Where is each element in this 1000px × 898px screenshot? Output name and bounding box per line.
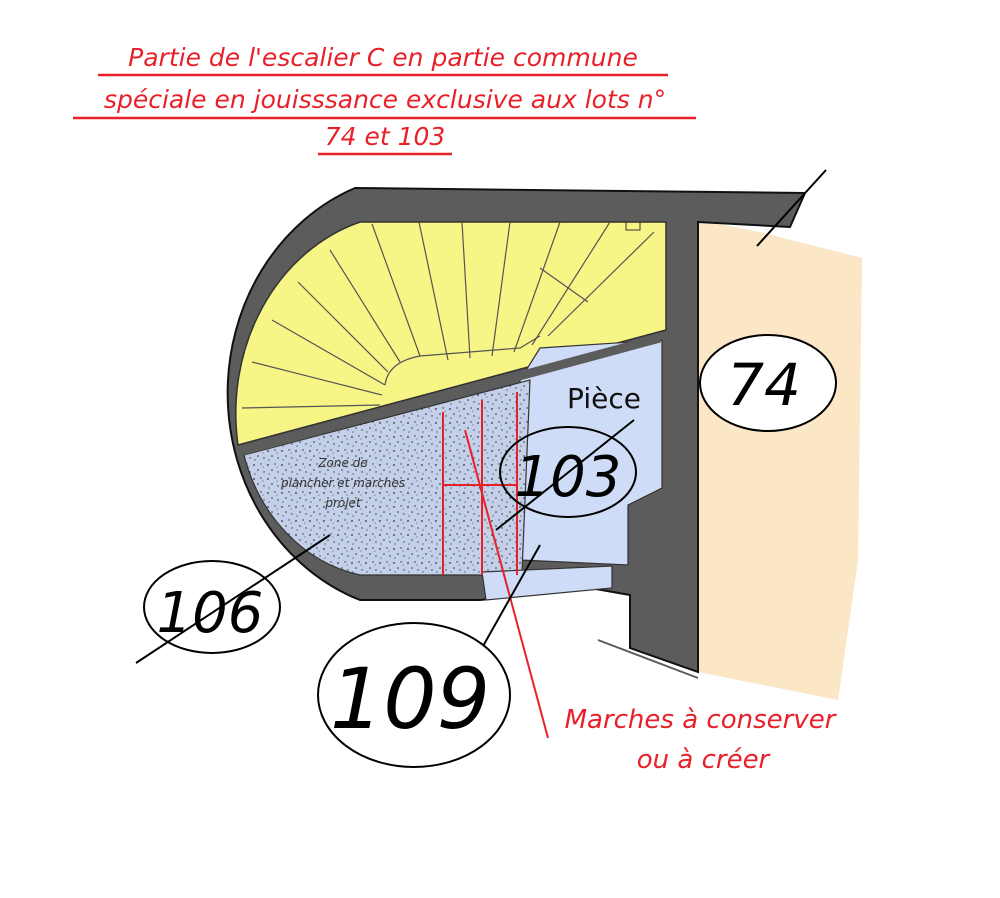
zone-text-line-1: Zone de [317,456,367,470]
zone-text: Zone de plancher et marches projet [280,456,405,510]
lot-74-area [698,220,862,700]
lot-74-number: 74 [727,351,801,419]
title: Partie de l'escalier C en partie commune… [73,43,696,156]
stair-divider-wall [236,333,662,457]
lot-103-number: 103 [515,445,622,510]
lot-109-number: 109 [330,650,490,748]
room-label: Pièce [567,382,641,415]
title-line-2: spéciale en jouisssance exclusive aux lo… [104,85,666,114]
title-line-3: 74 et 103 [325,122,446,151]
red-marches [442,392,549,739]
stair-treads [241,221,655,409]
zone-text-line-3: projet [324,496,362,510]
zone-projet [243,379,531,576]
stair-yellow [235,221,667,446]
lot-106-label: 106 [135,534,331,664]
lot-106-number: 106 [157,581,264,646]
note-line-1: Marches à conserver [565,705,838,735]
lot-103-label: 103 [495,419,637,531]
zone-text-line-2: plancher et marches [280,476,405,490]
title-line-1: Partie de l'escalier C en partie commune [128,43,638,72]
passage-109 [481,565,613,601]
lot-109-label: 109 [317,544,541,768]
lot-74-label: 74 [699,169,837,432]
note-line-2: ou à créer [637,745,772,775]
